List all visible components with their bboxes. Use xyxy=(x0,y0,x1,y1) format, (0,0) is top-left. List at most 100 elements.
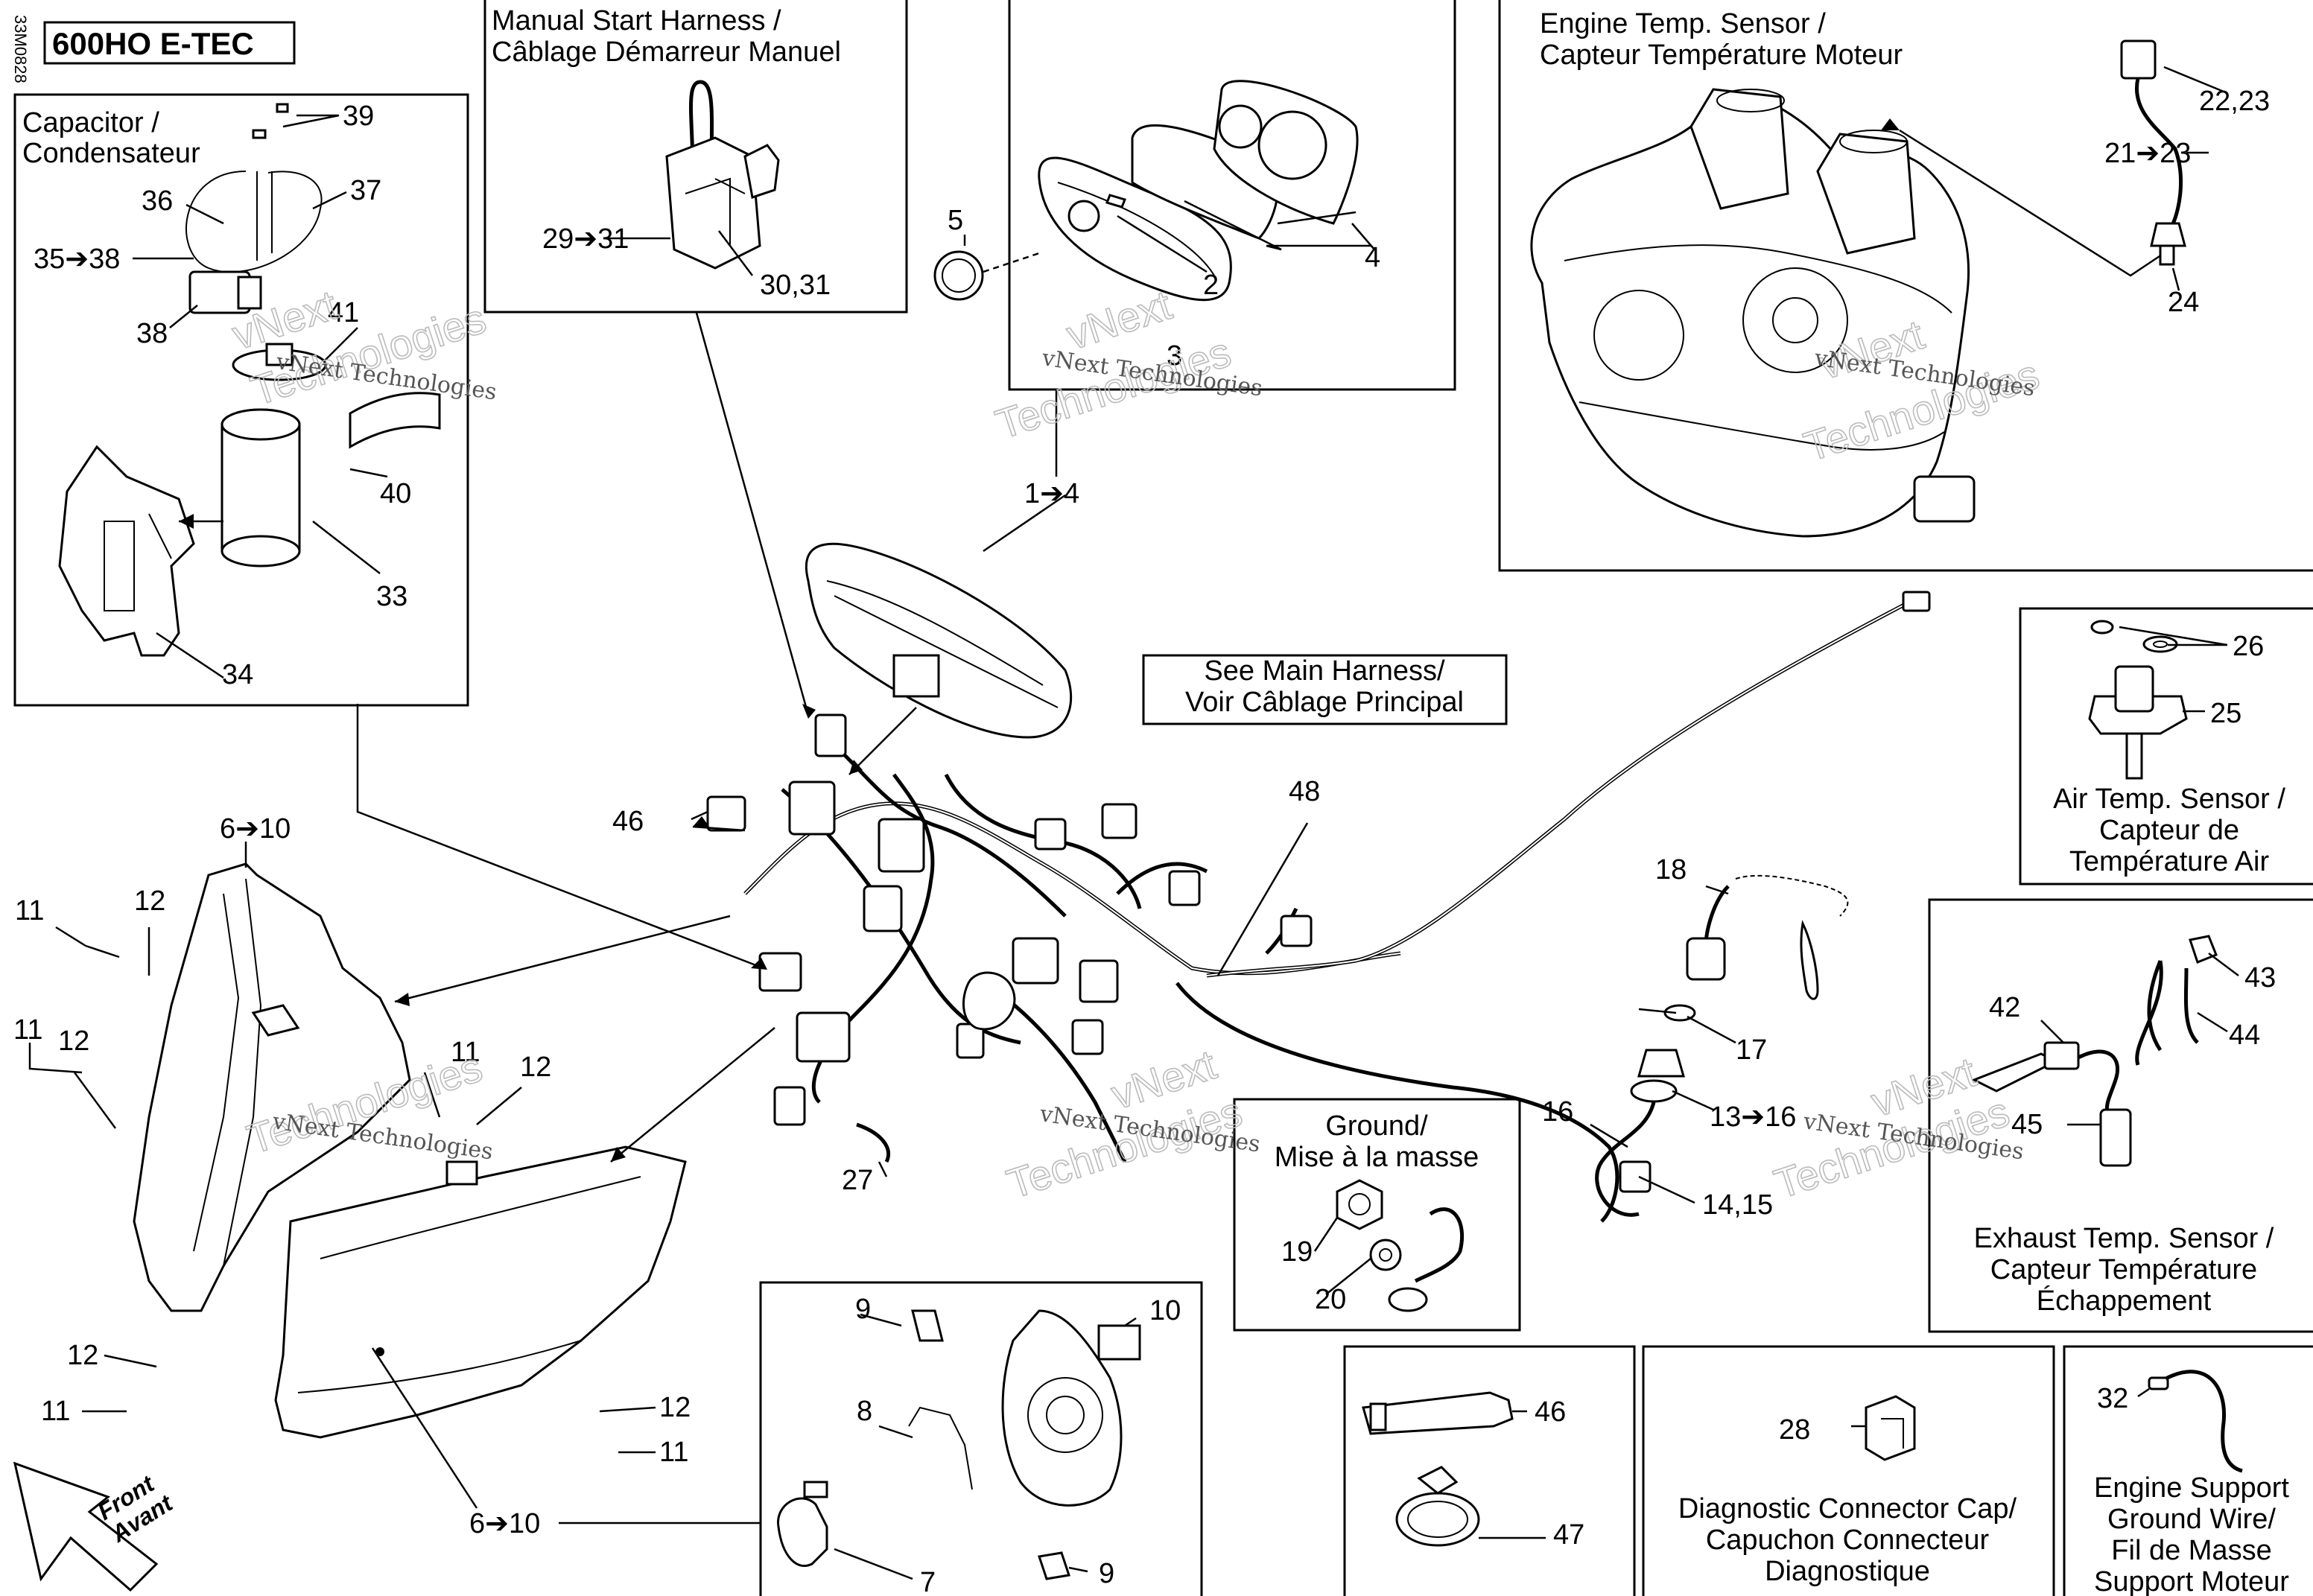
air-temp-caption-3: Température Air xyxy=(2069,846,2270,877)
callout-11-d: 11 xyxy=(41,1396,70,1427)
callout-12-b: 12 xyxy=(58,1026,89,1057)
title-box xyxy=(43,21,296,65)
callout-12-e: 12 xyxy=(659,1392,691,1423)
headlight-bulb-parts xyxy=(777,1309,1141,1580)
callout-11-b: 11 xyxy=(13,1014,42,1046)
callout-48: 48 xyxy=(1289,776,1320,807)
callout-26: 26 xyxy=(2233,631,2264,662)
gauge-parts xyxy=(933,80,1359,302)
diagnostic-caption-3: Diagnostique xyxy=(1765,1556,1930,1587)
callout-29-31: 29➔31 xyxy=(542,223,629,255)
callout-46-grease: 46 xyxy=(1535,1396,1566,1428)
main-harness-box xyxy=(1142,654,1508,725)
engine-support-panel xyxy=(2063,1345,2313,1596)
ground-caption-1: Ground/ xyxy=(1325,1110,1428,1142)
callout-4: 4 xyxy=(1365,242,1380,273)
callout-1-4: 1➔4 xyxy=(1024,478,1079,509)
small-parts xyxy=(1362,1370,2243,1547)
engine-support-caption-1: Engine Support xyxy=(2094,1472,2289,1504)
callout-13-16: 13➔16 xyxy=(1710,1101,1796,1133)
callout-21-23: 21➔23 xyxy=(2104,138,2191,169)
manual-start-caption-2: Câblage Démarreur Manuel xyxy=(492,36,841,68)
diagnostic-caption-2: Capuchon Connecteur xyxy=(1706,1525,1990,1556)
callout-45: 45 xyxy=(2011,1109,2043,1140)
callout-18: 18 xyxy=(1655,854,1687,886)
diagnostic-panel xyxy=(1642,1345,2055,1596)
exhaust-temp-caption-1: Exhaust Temp. Sensor / xyxy=(1974,1223,2274,1254)
callout-16: 16 xyxy=(1542,1096,1573,1128)
callout-8: 8 xyxy=(857,1396,872,1427)
callout-11-e: 11 xyxy=(659,1437,688,1468)
callout-22-23: 22,23 xyxy=(2199,86,2270,117)
gauge-cluster-center xyxy=(805,542,1073,739)
callout-6-10-lower: 6➔10 xyxy=(469,1508,540,1539)
air-temp-sensor xyxy=(2088,620,2188,780)
callout-7: 7 xyxy=(920,1567,936,1596)
callout-17: 17 xyxy=(1736,1034,1767,1066)
callout-20: 20 xyxy=(1315,1284,1346,1315)
engine-illustration xyxy=(1530,39,2186,538)
callout-6-10-upper: 6➔10 xyxy=(220,813,291,845)
callout-46: 46 xyxy=(612,806,644,837)
callout-36: 36 xyxy=(142,185,173,217)
main-wiring-harness xyxy=(706,591,1931,1223)
callout-42: 42 xyxy=(1989,992,2020,1023)
callout-34: 34 xyxy=(222,659,253,690)
engine-support-caption-2: Ground Wire/ xyxy=(2107,1504,2276,1535)
callout-5: 5 xyxy=(948,205,963,236)
arrow-heads xyxy=(179,118,1900,1162)
callout-40: 40 xyxy=(380,478,411,509)
callout-12-a: 12 xyxy=(134,886,165,917)
headlight-housing xyxy=(133,862,687,1439)
callout-28: 28 xyxy=(1779,1414,1810,1446)
callout-39: 39 xyxy=(343,101,374,132)
callout-47: 47 xyxy=(1553,1519,1584,1551)
callout-19: 19 xyxy=(1281,1236,1313,1268)
ground-caption-2: Mise à la masse xyxy=(1275,1142,1479,1173)
callout-33: 33 xyxy=(376,581,407,612)
exhaust-temp-caption-3: Échappement xyxy=(2037,1285,2212,1317)
reference-code: 33M0828 xyxy=(11,15,30,83)
main-harness-caption-1: See Main Harness/ xyxy=(1204,655,1445,687)
callout-41: 41 xyxy=(328,297,359,328)
callout-43: 43 xyxy=(2244,962,2276,993)
grease-strap-panel xyxy=(1343,1345,1636,1596)
capacitor-caption-1: Capacitor / xyxy=(22,107,159,139)
callout-30-31: 30,31 xyxy=(760,270,831,301)
callout-44: 44 xyxy=(2229,1020,2260,1051)
callout-37: 37 xyxy=(350,175,381,206)
engine-support-caption-3: Fil de Masse xyxy=(2111,1535,2271,1566)
callout-2: 2 xyxy=(1203,270,1219,301)
leader-lines xyxy=(28,66,2239,1580)
callout-labels: 39 37 36 35➔38 38 41 40 33 34 29➔31 30,3… xyxy=(13,86,2276,1596)
callout-25: 25 xyxy=(2210,698,2241,729)
callout-27: 27 xyxy=(842,1165,873,1196)
main-harness-caption-2: Voir Câblage Principal xyxy=(1185,687,1464,718)
engine-support-caption-4: Support Moteur xyxy=(2094,1566,2289,1596)
callout-35-38: 35➔38 xyxy=(34,244,120,275)
title: 600HO E-TEC xyxy=(52,26,254,61)
capacitor-parts xyxy=(58,103,441,657)
callout-38: 38 xyxy=(136,318,168,349)
callout-3: 3 xyxy=(1167,340,1182,372)
callout-10: 10 xyxy=(1149,1295,1181,1326)
callout-12-c: 12 xyxy=(520,1052,551,1083)
diagnostic-caption-1: Diagnostic Connector Cap/ xyxy=(1678,1493,2017,1525)
manual-start-harness xyxy=(665,80,780,270)
callout-9-b: 9 xyxy=(1099,1558,1114,1589)
ground-parts xyxy=(1336,1179,1465,1312)
air-temp-caption-1: Air Temp. Sensor / xyxy=(2053,783,2285,815)
engine-temp-caption-1: Engine Temp. Sensor / xyxy=(1540,8,1826,39)
callout-12-d: 12 xyxy=(67,1340,98,1371)
capacitor-caption-2: Condensateur xyxy=(22,138,200,169)
front-arrow: Front Avant xyxy=(13,1461,178,1592)
engine-temp-caption-2: Capteur Température Moteur xyxy=(1540,39,1903,71)
callout-11-c: 11 xyxy=(451,1037,480,1068)
callout-32: 32 xyxy=(2097,1383,2128,1414)
callout-11-a: 11 xyxy=(15,895,44,926)
exhaust-temp-sensor xyxy=(1971,935,2218,1167)
callout-24: 24 xyxy=(2168,287,2199,318)
callout-9-a: 9 xyxy=(855,1294,871,1325)
air-temp-panel xyxy=(2019,607,2313,886)
